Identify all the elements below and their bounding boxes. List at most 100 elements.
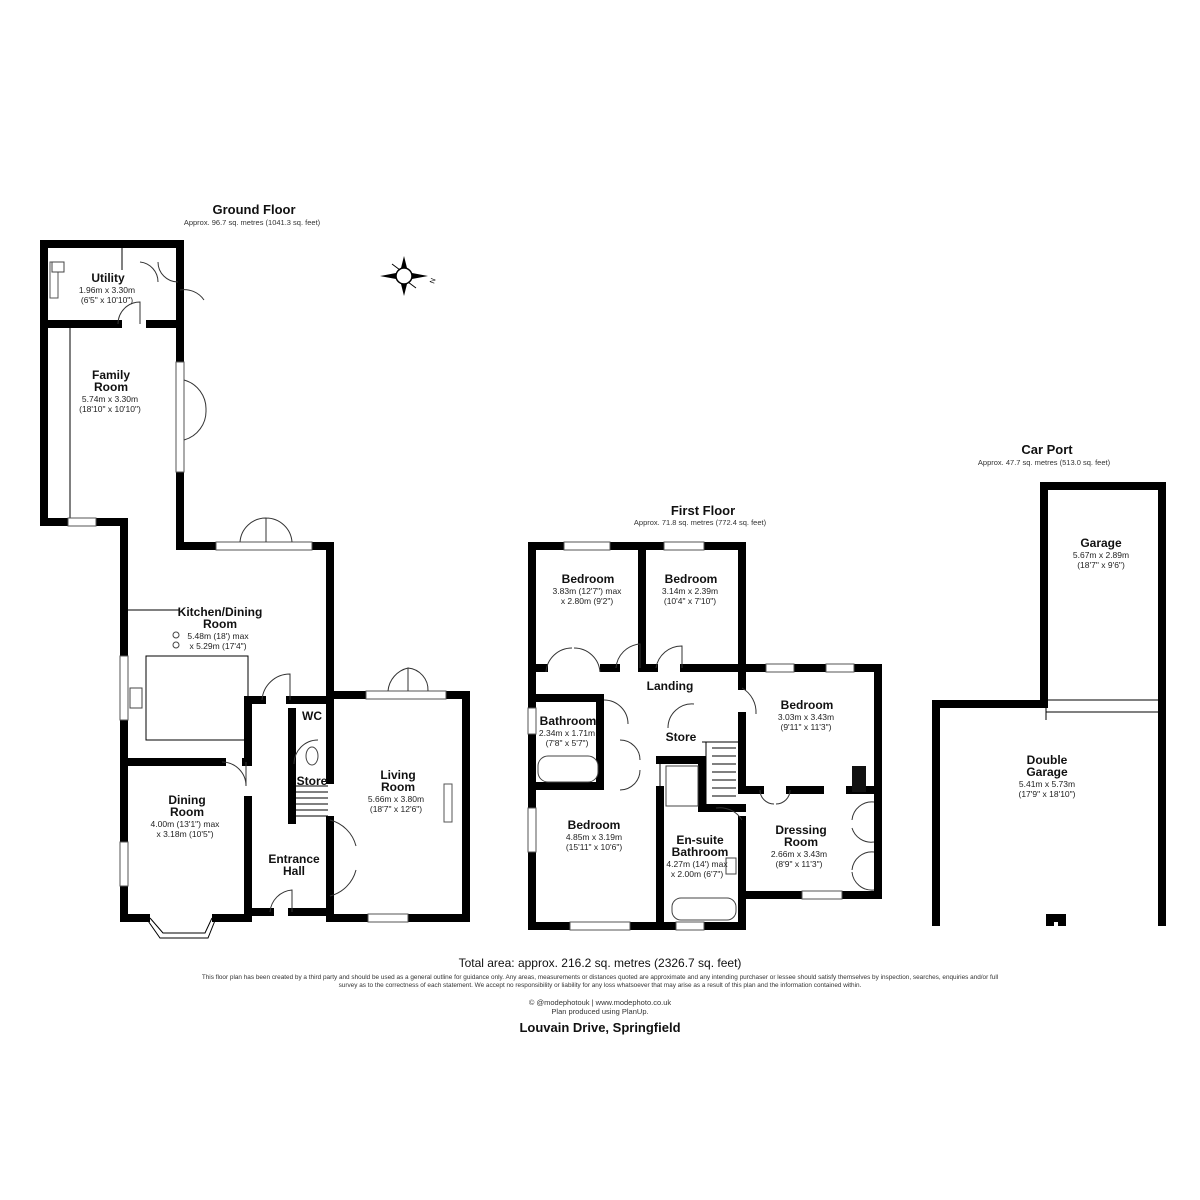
- ensuite-basin-icon: [725, 857, 737, 875]
- ground-floor-walls: [40, 240, 470, 922]
- first-floor: First Floor Approx. 71.8 sq. metres (772…: [527, 503, 882, 931]
- living-patio-doors: [365, 690, 447, 700]
- dining-dims: x 3.18m (10'5"): [156, 829, 213, 839]
- bedroom3-window: [765, 663, 795, 673]
- bedroom4-label: Bedroom: [568, 818, 621, 832]
- entrance-label: Hall: [283, 864, 305, 878]
- family-label: Family: [92, 368, 130, 382]
- bedroom1-label: Bedroom: [562, 572, 615, 586]
- dressing-window: [801, 890, 843, 900]
- kitchen-dims: 5.48m (18') max: [187, 631, 249, 641]
- family-window: [67, 517, 97, 527]
- bedroom2-dims: (10'4" x 7'10"): [664, 596, 716, 606]
- dressing-wardrobe-doors: [851, 801, 875, 891]
- compass-north-label: N: [429, 278, 437, 285]
- garage-label: Garage: [1080, 536, 1122, 550]
- credit-block: © @modephotouk | www.modephoto.co.uk Pla…: [0, 998, 1200, 1016]
- kitchen-french-doors: [239, 517, 293, 543]
- utility-cupboard-door: [139, 261, 179, 283]
- bedroom4-dims: 4.85m x 3.19m: [566, 832, 622, 842]
- carport-title: Car Port: [1021, 442, 1073, 457]
- living-door: [329, 819, 357, 897]
- dressing-door: [715, 807, 743, 821]
- landing-label: Landing: [647, 679, 694, 693]
- bathroom-dims: (7'8" x 5'7"): [546, 738, 589, 748]
- living-label: Room: [381, 780, 415, 794]
- kitchen-dims: x 5.29m (17'4"): [189, 641, 246, 651]
- dining-window: [119, 841, 129, 887]
- kitchen-label: Room: [203, 617, 237, 631]
- kitchen-label: Kitchen/Dining: [178, 605, 263, 619]
- dining-label: Room: [170, 805, 204, 819]
- kitchen-window: [119, 655, 129, 721]
- landing-cupboard-doors: [619, 739, 641, 791]
- store-door: [667, 703, 695, 729]
- bedroom4-dims: (15'11" x 10'6"): [566, 842, 623, 852]
- ensuite-label: En-suite: [676, 833, 724, 847]
- dressing-dims: (8'9" x 11'3"): [776, 859, 823, 869]
- utility-door: [117, 289, 205, 325]
- family-label: Room: [94, 380, 128, 394]
- ensuite-bath-icon: [671, 897, 737, 921]
- bedroom1-dims: x 2.80m (9'2"): [561, 596, 614, 606]
- chimney-breast: [852, 766, 866, 792]
- total-area: Total area: approx. 216.2 sq. metres (23…: [458, 956, 742, 970]
- entrance-label: Entrance: [268, 852, 320, 866]
- garage-dims: (18'7" x 9'6"): [1077, 560, 1125, 570]
- dining-label: Dining: [168, 793, 205, 807]
- double-garage-dims: (17'9" x 18'10"): [1018, 789, 1075, 799]
- bedroom1-dims: 3.83m (12'7") max: [553, 586, 623, 596]
- bedroom3-door: [741, 687, 757, 715]
- living-dims: (18'7" x 12'6"): [370, 804, 422, 814]
- first-floor-title: First Floor: [671, 503, 735, 518]
- property-address: Louvain Drive, Springfield: [519, 1020, 681, 1035]
- bathroom-dims: 2.34m x 1.71m: [539, 728, 595, 738]
- carport-walls: [932, 482, 1166, 926]
- utility-label: Utility: [91, 271, 125, 285]
- bathroom-label: Bathroom: [540, 714, 597, 728]
- store-label: Store: [297, 774, 328, 788]
- car-port: Car Port Approx. 47.7 sq. metres (513.0 …: [932, 442, 1166, 926]
- living-window: [367, 913, 409, 923]
- bedroom4-window-side: [527, 807, 537, 853]
- ground-floor-title: Ground Floor: [212, 202, 295, 217]
- carport-area: Approx. 47.7 sq. metres (513.0 sq. feet): [978, 458, 1111, 467]
- bedroom2-door: [655, 645, 683, 669]
- planup-credit: Plan produced using PlanUp.: [551, 1007, 649, 1016]
- family-kitchen-divider: [69, 324, 249, 760]
- family-dims: 5.74m x 3.30m: [82, 394, 138, 404]
- bedroom2-label: Bedroom: [665, 572, 718, 586]
- hob-ring: [172, 631, 180, 639]
- ensuite-window: [675, 921, 705, 931]
- wc-label: WC: [302, 709, 322, 723]
- double-garage-dims: 5.41m x 5.73m: [1019, 779, 1075, 789]
- utility-dims: 1.96m x 3.30m: [79, 285, 135, 295]
- bedroom4-window: [569, 921, 631, 931]
- bedroom3-label: Bedroom: [781, 698, 834, 712]
- bedroom3-dims: (9'11" x 11'3"): [780, 722, 831, 732]
- family-patio-doors: [175, 361, 185, 473]
- first-floor-partitions: [659, 741, 740, 806]
- hob-ring: [172, 641, 180, 649]
- utility-sink: [51, 261, 65, 273]
- bath-icon: [537, 755, 599, 783]
- garage-divider: [1045, 699, 1158, 720]
- bathroom-door: [603, 699, 629, 725]
- dining-dims: 4.00m (13'1") max: [151, 819, 221, 829]
- kitchen-patio-doors: [215, 541, 313, 551]
- dining-door: [221, 761, 247, 787]
- ensuite-dims: x 2.00m (6'7"): [671, 869, 724, 879]
- first-floor-area: Approx. 71.8 sq. metres (772.4 sq. feet): [634, 518, 767, 527]
- bedroom1-wardrobe-doors: [545, 647, 601, 673]
- bedroom3-window: [825, 663, 855, 673]
- double-garage-label: Garage: [1026, 765, 1068, 779]
- ensuite-dims: 4.27m (14') max: [666, 859, 728, 869]
- dressing-label: Room: [784, 835, 818, 849]
- living-dims: 5.66m x 3.80m: [368, 794, 424, 804]
- store-first-label: Store: [666, 730, 697, 744]
- dressing-dims: 2.66m x 3.43m: [771, 849, 827, 859]
- bathroom-window: [527, 707, 537, 735]
- dressing-cupboard-doors: [759, 789, 791, 805]
- bedroom2-dims: 3.14m x 2.39m: [662, 586, 718, 596]
